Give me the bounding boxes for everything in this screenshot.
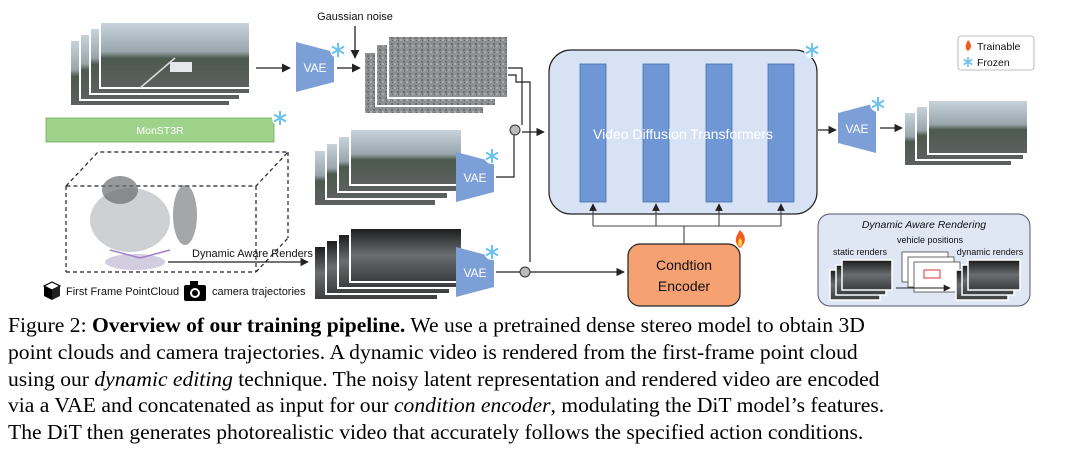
vae-label-1: VAE [303, 61, 326, 75]
monst3r-label: MonST3R [136, 125, 184, 137]
dynamic-renders-label: Dynamic Aware Renders [192, 248, 313, 260]
caption-line-2: point clouds and camera trajectories. A … [8, 339, 858, 364]
concat-node-1 [509, 124, 521, 136]
caption-line-3: using our dynamic editing technique. The… [8, 366, 1074, 393]
concat-node-2 [519, 266, 531, 278]
caption-line-4: via a VAE and concatenated as input for … [8, 392, 1074, 419]
condition-encoder-block [627, 243, 741, 307]
dit-panel [548, 49, 818, 215]
vae-label-2: VAE [463, 171, 486, 185]
snowflake-icon [870, 96, 886, 112]
render-frames [313, 227, 463, 301]
caption-l3-italic: dynamic editing [94, 366, 233, 391]
cube-icon [42, 281, 62, 300]
gaussian-noise-label: Gaussian noise [317, 11, 393, 23]
vae-block-1 [296, 42, 334, 92]
pipeline-figure: VAE Gaussian noise MonST3R Dynamic Aware… [42, 11, 1035, 307]
legend-frozen: Frozen [977, 57, 1010, 69]
monst3r-block [45, 117, 275, 143]
snowflake-icon [330, 42, 346, 58]
vae-block-2 [456, 152, 494, 202]
dar-vehicle-label: vehicle positions [897, 235, 964, 245]
snowflake-icon [804, 42, 820, 58]
fire-icon [735, 230, 745, 248]
caption-line-1: Figure 2: Overview of our training pipel… [8, 312, 1074, 339]
caption-l3-a: using our [8, 366, 95, 391]
snowflake-icon [484, 244, 500, 260]
legend-box [957, 35, 1035, 71]
point-cloud-cube [64, 151, 290, 273]
output-video-frames [903, 99, 1029, 167]
dar-dynamic-frames [955, 259, 1021, 301]
vae-block-3 [456, 247, 494, 297]
dit-title: Video Diffusion Transformers [593, 126, 773, 142]
condition-encoder-line2: Encoder [658, 278, 710, 294]
vae-label-4: VAE [845, 122, 868, 136]
dar-vehicle-frames [901, 251, 961, 293]
dit-layer-4 [767, 63, 795, 203]
dar-static-frames [829, 259, 893, 301]
legend-trainable: Trainable [977, 41, 1021, 53]
condition-encoder-line1: Condtion [656, 257, 712, 273]
caption-l4-b: , modulating the DiT model’s features. [550, 393, 885, 418]
fire-icon [965, 40, 971, 51]
caption-l3-b: technique. The noisy latent representati… [232, 366, 880, 391]
dar-static-label: static renders [833, 247, 888, 257]
dit-layer-3 [705, 63, 733, 203]
dit-layer-2 [642, 63, 670, 203]
conditioning-lines [589, 203, 785, 244]
caption-l4-a: via a VAE and concatenated as input for … [8, 393, 394, 418]
snowflake-icon [963, 57, 973, 67]
caption-line-5: The DiT then generates photorealistic vi… [8, 420, 864, 445]
first-frame-label: First Frame PointCloud [66, 286, 179, 298]
connectors [496, 67, 625, 277]
caption-l4-italic: condition encoder [393, 393, 551, 418]
vae-label-3: VAE [463, 266, 486, 280]
dar-dynamic-label: dynamic renders [957, 247, 1024, 257]
figure-caption: Figure 2: Overview of our training pipel… [8, 312, 1074, 446]
middle-video-frames [313, 128, 463, 207]
caption-l1-rest: We use a pretrained dense stereo model t… [405, 313, 865, 337]
caption-bold: Overview of our training pipeline. [91, 313, 406, 337]
camera-trajectories-label: camera trajectories [212, 286, 306, 298]
dit-layer-1 [579, 63, 607, 203]
noisy-latent-frames [363, 35, 509, 115]
snowflake-icon [272, 110, 288, 126]
dar-title: Dynamic Aware Rendering [862, 219, 986, 231]
snowflake-icon [484, 148, 500, 164]
vae-block-4 [838, 103, 876, 153]
camera-icon [184, 281, 206, 301]
caption-prefix: Figure 2: [8, 313, 92, 337]
input-video-frames [69, 21, 251, 107]
